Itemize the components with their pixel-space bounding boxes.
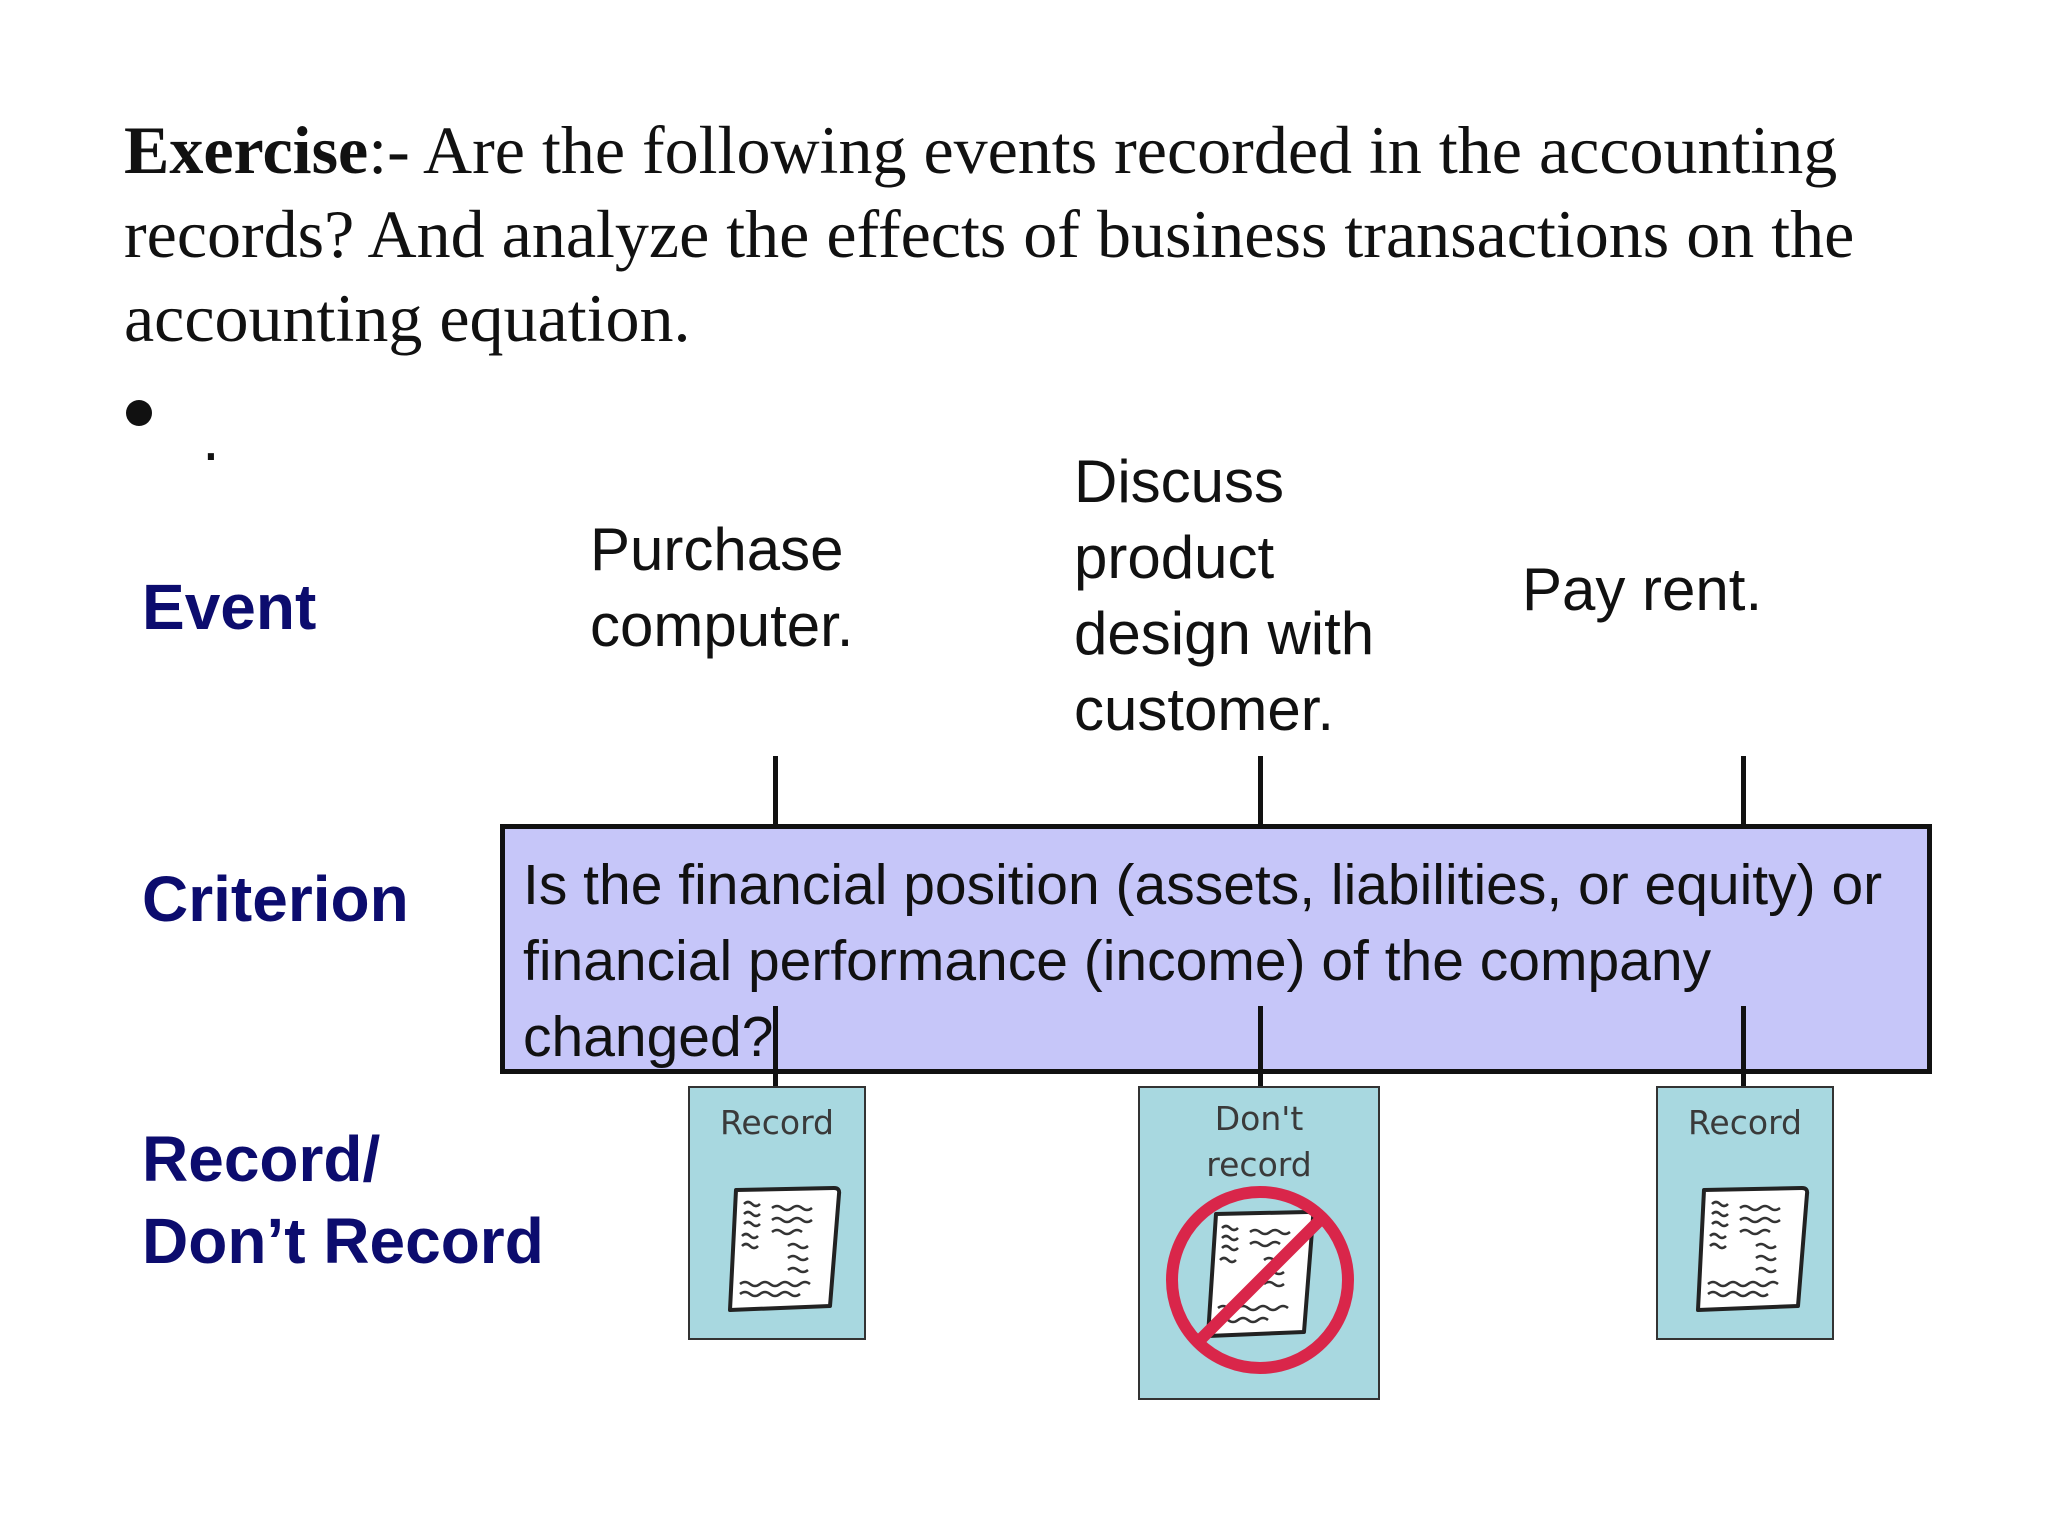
- event-discuss-product-design: Discuss product design with customer.: [1074, 448, 1375, 743]
- decision-label: Record: [1687, 1103, 1803, 1142]
- decision-label: Record: [719, 1103, 835, 1142]
- row-label-record: Record/ Don’t Record: [142, 1118, 544, 1282]
- no-document-icon: [1166, 1186, 1354, 1374]
- criterion-box: Is the financial position (assets, liabi…: [500, 824, 1932, 1074]
- row-label-criterion: Criterion: [142, 863, 409, 935]
- decision-card-dont-record: Don't record: [1138, 1086, 1380, 1400]
- criterion-question: Is the financial position (assets, liabi…: [523, 853, 1883, 1069]
- decision-label-line1: Don't: [1214, 1099, 1304, 1138]
- connector-line-2-bottom: [1258, 1006, 1263, 1086]
- row-label-record-line1: Record/: [142, 1123, 381, 1195]
- document-icon: [1696, 1186, 1810, 1312]
- bullet-dot-icon: [126, 400, 152, 426]
- heading-question: :- Are the following events recorded in …: [124, 112, 1855, 356]
- event-purchase-computer: Purchase computer.: [590, 516, 854, 659]
- row-label-event: Event: [142, 571, 317, 643]
- row-label-record-line2: Don’t Record: [142, 1205, 544, 1277]
- decision-label-dont-record: Don't record: [1140, 1088, 1378, 1188]
- decision-card-record-2: Record: [1656, 1086, 1834, 1340]
- connector-line-3-bottom: [1741, 1006, 1746, 1086]
- connector-line-2-top: [1258, 756, 1263, 828]
- heading-bold-prefix: Exercise: [124, 112, 369, 188]
- decision-card-record-1: Record: [688, 1086, 866, 1340]
- connector-line-3-top: [1741, 756, 1746, 828]
- connector-line-1-bottom: [773, 1006, 778, 1086]
- bullet-text: .: [202, 402, 220, 474]
- connector-line-1-top: [773, 756, 778, 828]
- decision-label-line2: record: [1206, 1145, 1312, 1184]
- document-icon: [728, 1186, 842, 1312]
- event-pay-rent: Pay rent.: [1522, 556, 1763, 623]
- exercise-heading: Exercise:- Are the following events reco…: [124, 108, 1964, 360]
